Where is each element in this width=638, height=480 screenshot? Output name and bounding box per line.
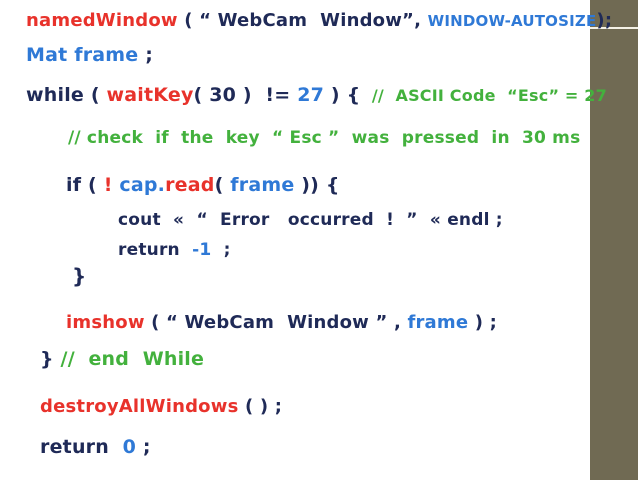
kw-while: while bbox=[26, 84, 84, 106]
brace-close-while: } bbox=[40, 348, 54, 370]
read-paren-open: ( bbox=[214, 174, 231, 196]
fn-named-window: namedWindow bbox=[26, 10, 178, 31]
paren-close-brace: ) { bbox=[324, 84, 361, 106]
brace-close-if: } bbox=[72, 264, 87, 288]
obj-cap: cap. bbox=[112, 174, 166, 196]
code-line-return-neg: return -1 ; bbox=[118, 242, 231, 259]
kw-if: if ( bbox=[66, 174, 104, 196]
code-line-return-zero: return 0 ; bbox=[40, 438, 151, 457]
code-line-mat-frame: Mat frame ; bbox=[26, 46, 153, 65]
comment-check-esc: // check if the key “ Esc ” was pressed … bbox=[68, 128, 581, 148]
side-bar-rule bbox=[590, 27, 638, 29]
close-named-window: ); bbox=[596, 10, 613, 31]
imshow-close: ) ; bbox=[468, 312, 498, 333]
code-line-named-window: namedWindow ( “ WebCam Window”, WINDOW-A… bbox=[26, 12, 612, 30]
fn-wait-key: waitKey bbox=[106, 84, 194, 106]
args-named-window: ( “ WebCam Window”, bbox=[177, 10, 428, 31]
semicolon: ; bbox=[211, 240, 231, 260]
imshow-args: ( “ WebCam Window ” , bbox=[144, 312, 408, 333]
fn-imshow: imshow bbox=[66, 312, 145, 333]
const-window-autosize: WINDOW-AUTOSIZE bbox=[427, 12, 597, 30]
arg-frame: frame bbox=[230, 174, 295, 196]
paren-open: ( bbox=[84, 84, 107, 106]
var-frame: frame bbox=[67, 44, 139, 66]
code-line-comment-check: // check if the key “ Esc ” was pressed … bbox=[68, 130, 580, 147]
code-line-destroy: destroyAllWindows ( ) ; bbox=[40, 398, 282, 416]
fn-destroy-all-windows: destroyAllWindows bbox=[40, 396, 239, 417]
destroy-parens: ( ) ; bbox=[238, 396, 283, 417]
op-not: ! bbox=[103, 174, 113, 196]
kw-return: return bbox=[118, 240, 180, 260]
semicolon-final: ; bbox=[136, 436, 151, 458]
num-27: 27 bbox=[297, 84, 325, 106]
semicolon: ; bbox=[138, 44, 154, 66]
side-bar bbox=[590, 0, 638, 480]
wait-key-args: ( 30 ) != bbox=[193, 84, 298, 106]
kw-return-final: return bbox=[40, 436, 109, 458]
code-line-if: if ( ! cap.read( frame )) { bbox=[66, 176, 340, 195]
comment-ascii-esc: // ASCII Code “Esc” = 27 bbox=[360, 86, 607, 105]
num-zero: 0 bbox=[108, 436, 137, 458]
code-line-cout: cout « “ Error occurred ! ” « endl ; bbox=[118, 212, 503, 229]
type-mat: Mat bbox=[26, 44, 68, 66]
comment-end-while: // end While bbox=[53, 348, 205, 370]
arg-frame-imshow: frame bbox=[407, 312, 469, 333]
read-paren-close: )) { bbox=[294, 174, 340, 196]
cout-error: cout « “ Error occurred ! ” « endl ; bbox=[118, 210, 503, 230]
code-line-imshow: imshow ( “ WebCam Window ” , frame ) ; bbox=[66, 314, 497, 332]
code-line-end-while: } // end While bbox=[40, 350, 204, 369]
code-line-while: while ( waitKey( 30 ) != 27 ) { // ASCII… bbox=[26, 86, 607, 105]
num-neg-one: -1 bbox=[179, 240, 212, 260]
fn-read: read bbox=[165, 174, 215, 196]
code-line-brace-if: } bbox=[72, 266, 86, 286]
